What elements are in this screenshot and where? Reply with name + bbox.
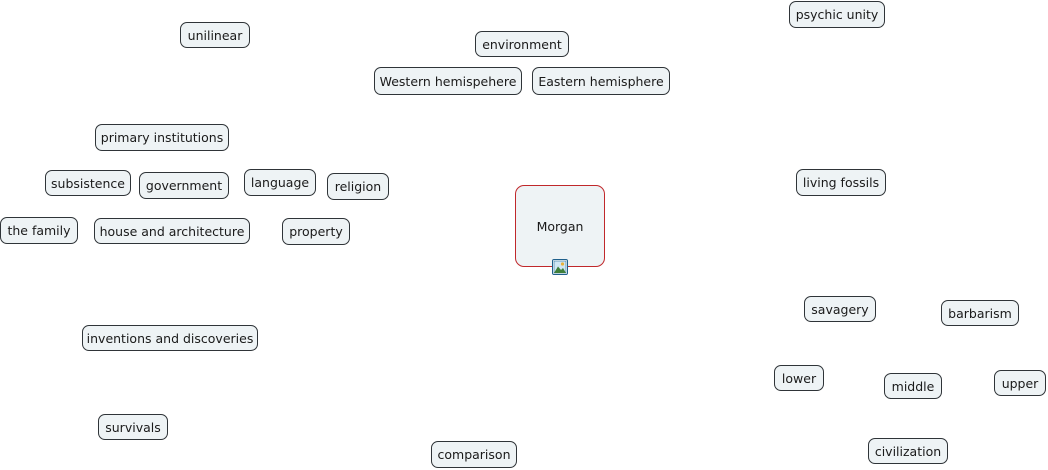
center-node-label: Morgan [536,218,584,234]
node-eastern-hemisphere[interactable]: Eastern hemisphere [532,67,670,95]
node-house-and-architecture[interactable]: house and architecture [94,218,250,244]
image-icon[interactable] [552,259,568,275]
node-primary-institutions[interactable]: primary institutions [95,124,229,151]
node-environment[interactable]: environment [475,31,569,57]
node-inventions-and-discoveries[interactable]: inventions and discoveries [82,325,258,351]
node-property[interactable]: property [282,218,350,245]
node-psychic-unity[interactable]: psychic unity [789,1,885,28]
node-language[interactable]: language [244,169,316,196]
node-survivals[interactable]: survivals [98,414,168,440]
node-savagery[interactable]: savagery [804,296,876,322]
node-unilinear[interactable]: unilinear [180,22,250,48]
node-western-hemisphere[interactable]: Western hemispehere [374,67,522,95]
node-subsistence[interactable]: subsistence [45,170,131,196]
node-government[interactable]: government [139,172,229,199]
node-civilization[interactable]: civilization [868,438,948,464]
node-middle[interactable]: middle [884,373,942,399]
node-the-family[interactable]: the family [0,217,78,244]
center-node-morgan[interactable]: Morgan [515,185,605,267]
node-living-fossils[interactable]: living fossils [796,169,886,196]
node-lower[interactable]: lower [774,365,824,391]
node-upper[interactable]: upper [994,370,1046,396]
node-comparison[interactable]: comparison [431,441,517,468]
node-religion[interactable]: religion [327,173,389,200]
node-barbarism[interactable]: barbarism [941,300,1019,326]
